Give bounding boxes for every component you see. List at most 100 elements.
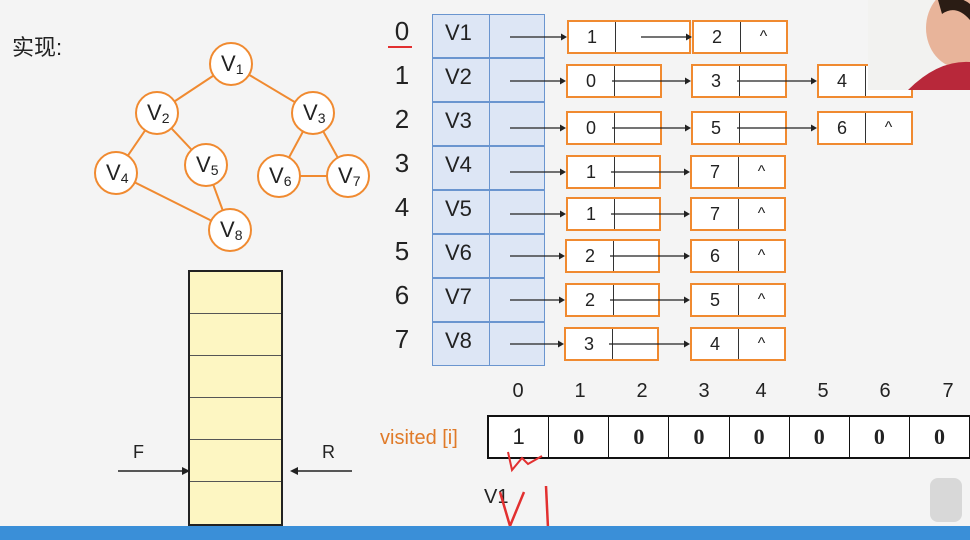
graph-node-v8: V8 bbox=[208, 208, 252, 252]
list-node-value: 7 bbox=[692, 157, 739, 187]
vertex-name-2: V3 bbox=[445, 108, 472, 133]
list-node-value: 0 bbox=[568, 113, 615, 143]
adj-index-1: 1 bbox=[394, 60, 410, 90]
visited-index-6: 6 bbox=[879, 380, 891, 402]
list-node-value: 4 bbox=[692, 329, 739, 359]
adj-index-2: 2 bbox=[394, 104, 410, 134]
list-node-value: 2 bbox=[567, 241, 614, 271]
list-node: 6^ bbox=[817, 111, 913, 145]
vertex-cell-1 bbox=[432, 58, 545, 102]
side-scroll-button[interactable] bbox=[930, 478, 962, 522]
list-node-value: 1 bbox=[568, 199, 615, 229]
list-node: 7^ bbox=[690, 197, 786, 231]
list-node-value: 5 bbox=[692, 285, 739, 315]
svg-text:V5: V5 bbox=[196, 152, 219, 178]
list-node: 2^ bbox=[692, 20, 788, 54]
list-node-value: 4 bbox=[819, 66, 866, 96]
vertex-cell-divider bbox=[489, 58, 490, 102]
list-node: 1 bbox=[566, 155, 661, 189]
adj-index-7: 7 bbox=[394, 324, 410, 354]
list-node-next bbox=[740, 66, 785, 96]
visited-index-2: 2 bbox=[636, 380, 648, 402]
list-node: 3 bbox=[564, 327, 659, 361]
list-node-next bbox=[615, 113, 660, 143]
vertex-name-1: V2 bbox=[445, 64, 472, 89]
list-node-value: 1 bbox=[569, 22, 616, 52]
list-node-value: 2 bbox=[694, 22, 741, 52]
list-node: 4^ bbox=[690, 327, 786, 361]
list-node-value: 6 bbox=[692, 241, 739, 271]
adj-index-5: 5 bbox=[394, 236, 410, 266]
vertex-cell-divider bbox=[489, 190, 490, 234]
vertex-cell-divider bbox=[489, 234, 490, 278]
visited-index-1: 1 bbox=[574, 380, 586, 402]
visited-index-0: 0 bbox=[512, 380, 524, 402]
vertex-cell-divider bbox=[489, 278, 490, 322]
svg-text:V6: V6 bbox=[269, 163, 292, 189]
visited-cell-7: 0 bbox=[910, 417, 970, 457]
list-node-next: ^ bbox=[757, 247, 766, 264]
list-node-value: 2 bbox=[567, 285, 614, 315]
list-node-value: 5 bbox=[693, 113, 740, 143]
list-node-value: 1 bbox=[568, 157, 615, 187]
adj-index-6: 6 bbox=[394, 280, 410, 310]
list-node: 2 bbox=[565, 283, 660, 317]
queue-box bbox=[188, 270, 283, 526]
queue-pointer-arrows bbox=[118, 467, 352, 475]
list-node-next: ^ bbox=[757, 205, 766, 222]
vertex-cell-divider bbox=[489, 102, 490, 146]
visited-index-3: 3 bbox=[698, 380, 710, 402]
queue-front-label: F bbox=[133, 442, 144, 462]
list-node-value: 6 bbox=[819, 113, 866, 143]
list-node-next: ^ bbox=[757, 163, 766, 180]
vertex-cell-divider bbox=[489, 146, 490, 190]
handwritten-marks bbox=[498, 451, 550, 530]
vertex-cell-3 bbox=[432, 146, 545, 190]
list-node-value: 0 bbox=[568, 66, 615, 96]
queue-slot bbox=[190, 398, 281, 440]
list-node-next bbox=[614, 241, 658, 271]
svg-text:V3: V3 bbox=[303, 100, 326, 126]
list-node: 6^ bbox=[690, 239, 786, 273]
vertex-name-6: V7 bbox=[445, 284, 472, 309]
vertex-name-4: V5 bbox=[445, 196, 472, 221]
svg-text:V1: V1 bbox=[221, 51, 244, 77]
list-node: 1 bbox=[566, 197, 661, 231]
graph-node-v6: V6 bbox=[257, 154, 301, 198]
visited-cell-2: 0 bbox=[609, 417, 670, 457]
adj-index-0: 0 bbox=[394, 16, 410, 46]
queue-slot bbox=[190, 482, 281, 524]
vertex-cell-4 bbox=[432, 190, 545, 234]
queue-slot bbox=[190, 356, 281, 398]
graph-node-v1: V1 bbox=[209, 42, 253, 86]
taskbar bbox=[0, 526, 970, 540]
visited-index-4: 4 bbox=[755, 380, 767, 402]
list-node-next bbox=[615, 157, 659, 187]
list-node-next: ^ bbox=[759, 28, 768, 45]
graph-node-v2: V2 bbox=[135, 91, 179, 135]
vertex-name-0: V1 bbox=[445, 20, 472, 45]
list-node-next: ^ bbox=[757, 335, 766, 352]
list-node: 5^ bbox=[690, 283, 786, 317]
presenter-video-icon bbox=[868, 0, 970, 90]
visited-cell-5: 0 bbox=[790, 417, 850, 457]
list-node-next bbox=[614, 285, 658, 315]
list-node-value: 3 bbox=[566, 329, 613, 359]
visited-index-5: 5 bbox=[817, 380, 829, 402]
list-node-next: ^ bbox=[884, 119, 893, 136]
list-node: 2 bbox=[565, 239, 660, 273]
list-node: 5 bbox=[691, 111, 787, 145]
visited-cell-1: 0 bbox=[549, 417, 610, 457]
vertex-cell-divider bbox=[489, 322, 490, 366]
queue-rear-label: R bbox=[322, 442, 335, 462]
list-node-next: ^ bbox=[757, 291, 766, 308]
svg-text:V8: V8 bbox=[220, 217, 243, 243]
list-node: 0 bbox=[566, 64, 662, 98]
svg-text:V4: V4 bbox=[106, 160, 129, 186]
list-node-value: 7 bbox=[692, 199, 739, 229]
graph-node-v7: V7 bbox=[326, 154, 370, 198]
svg-text:V7: V7 bbox=[338, 163, 361, 189]
list-node: 0 bbox=[566, 111, 662, 145]
webcam-overlay bbox=[868, 0, 970, 90]
vertex-cell-0 bbox=[432, 14, 545, 58]
